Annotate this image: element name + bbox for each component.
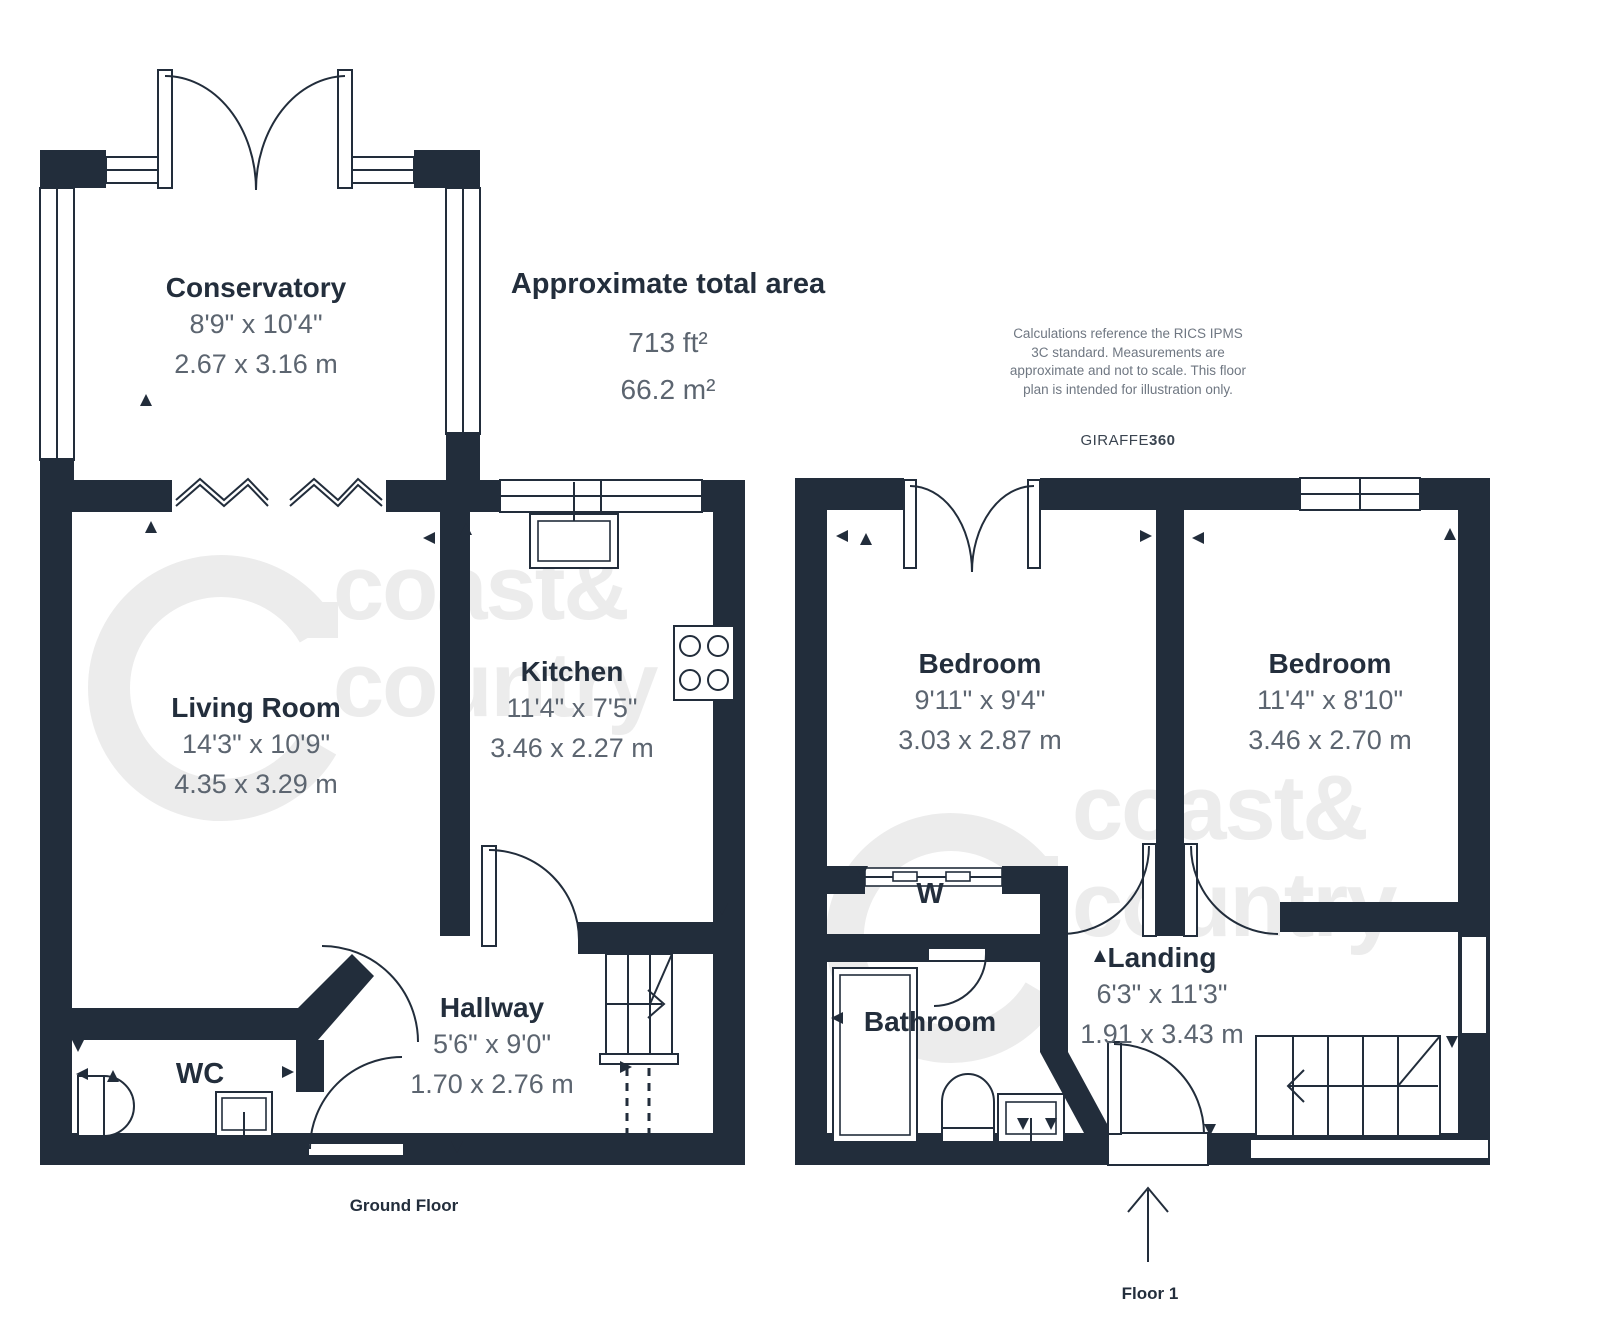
kitchen-door [481, 845, 580, 947]
toilet-icon-wc [77, 1075, 135, 1137]
floor1-walls [795, 477, 1490, 1166]
living-room-door [321, 945, 419, 1043]
sink-icon-wc [215, 1091, 273, 1137]
bedroom2-door [1183, 843, 1279, 937]
dimension-arrows-ground [72, 394, 728, 1153]
watermark-line: country [333, 634, 658, 736]
zigzag-opening [175, 477, 383, 508]
conservatory-walls [39, 150, 481, 500]
wardrobe-sliding-door [827, 866, 1068, 894]
stairs-up-arrow [1127, 1186, 1169, 1262]
front-door [307, 1056, 405, 1157]
floor-1-plan [795, 477, 1490, 1262]
stairs-ground [599, 953, 679, 1160]
dimension-arrows-floor1 [831, 528, 1458, 1136]
landing-door [1107, 1041, 1205, 1135]
stairs-floor1 [1255, 1035, 1441, 1137]
bathtub-icon [832, 967, 918, 1143]
french-doors [157, 69, 353, 191]
bedroom1-window [903, 479, 1041, 573]
bathroom-door [927, 947, 987, 1007]
ground-floor-plan [39, 69, 745, 1165]
watermark-logo-left [88, 555, 338, 821]
toilet-icon-bathroom [941, 1073, 995, 1143]
hob-icon [673, 625, 735, 701]
kitchen-sink-icon [529, 482, 619, 569]
bedroom1-door [1061, 843, 1157, 937]
watermark-line: coast& [1072, 757, 1369, 859]
